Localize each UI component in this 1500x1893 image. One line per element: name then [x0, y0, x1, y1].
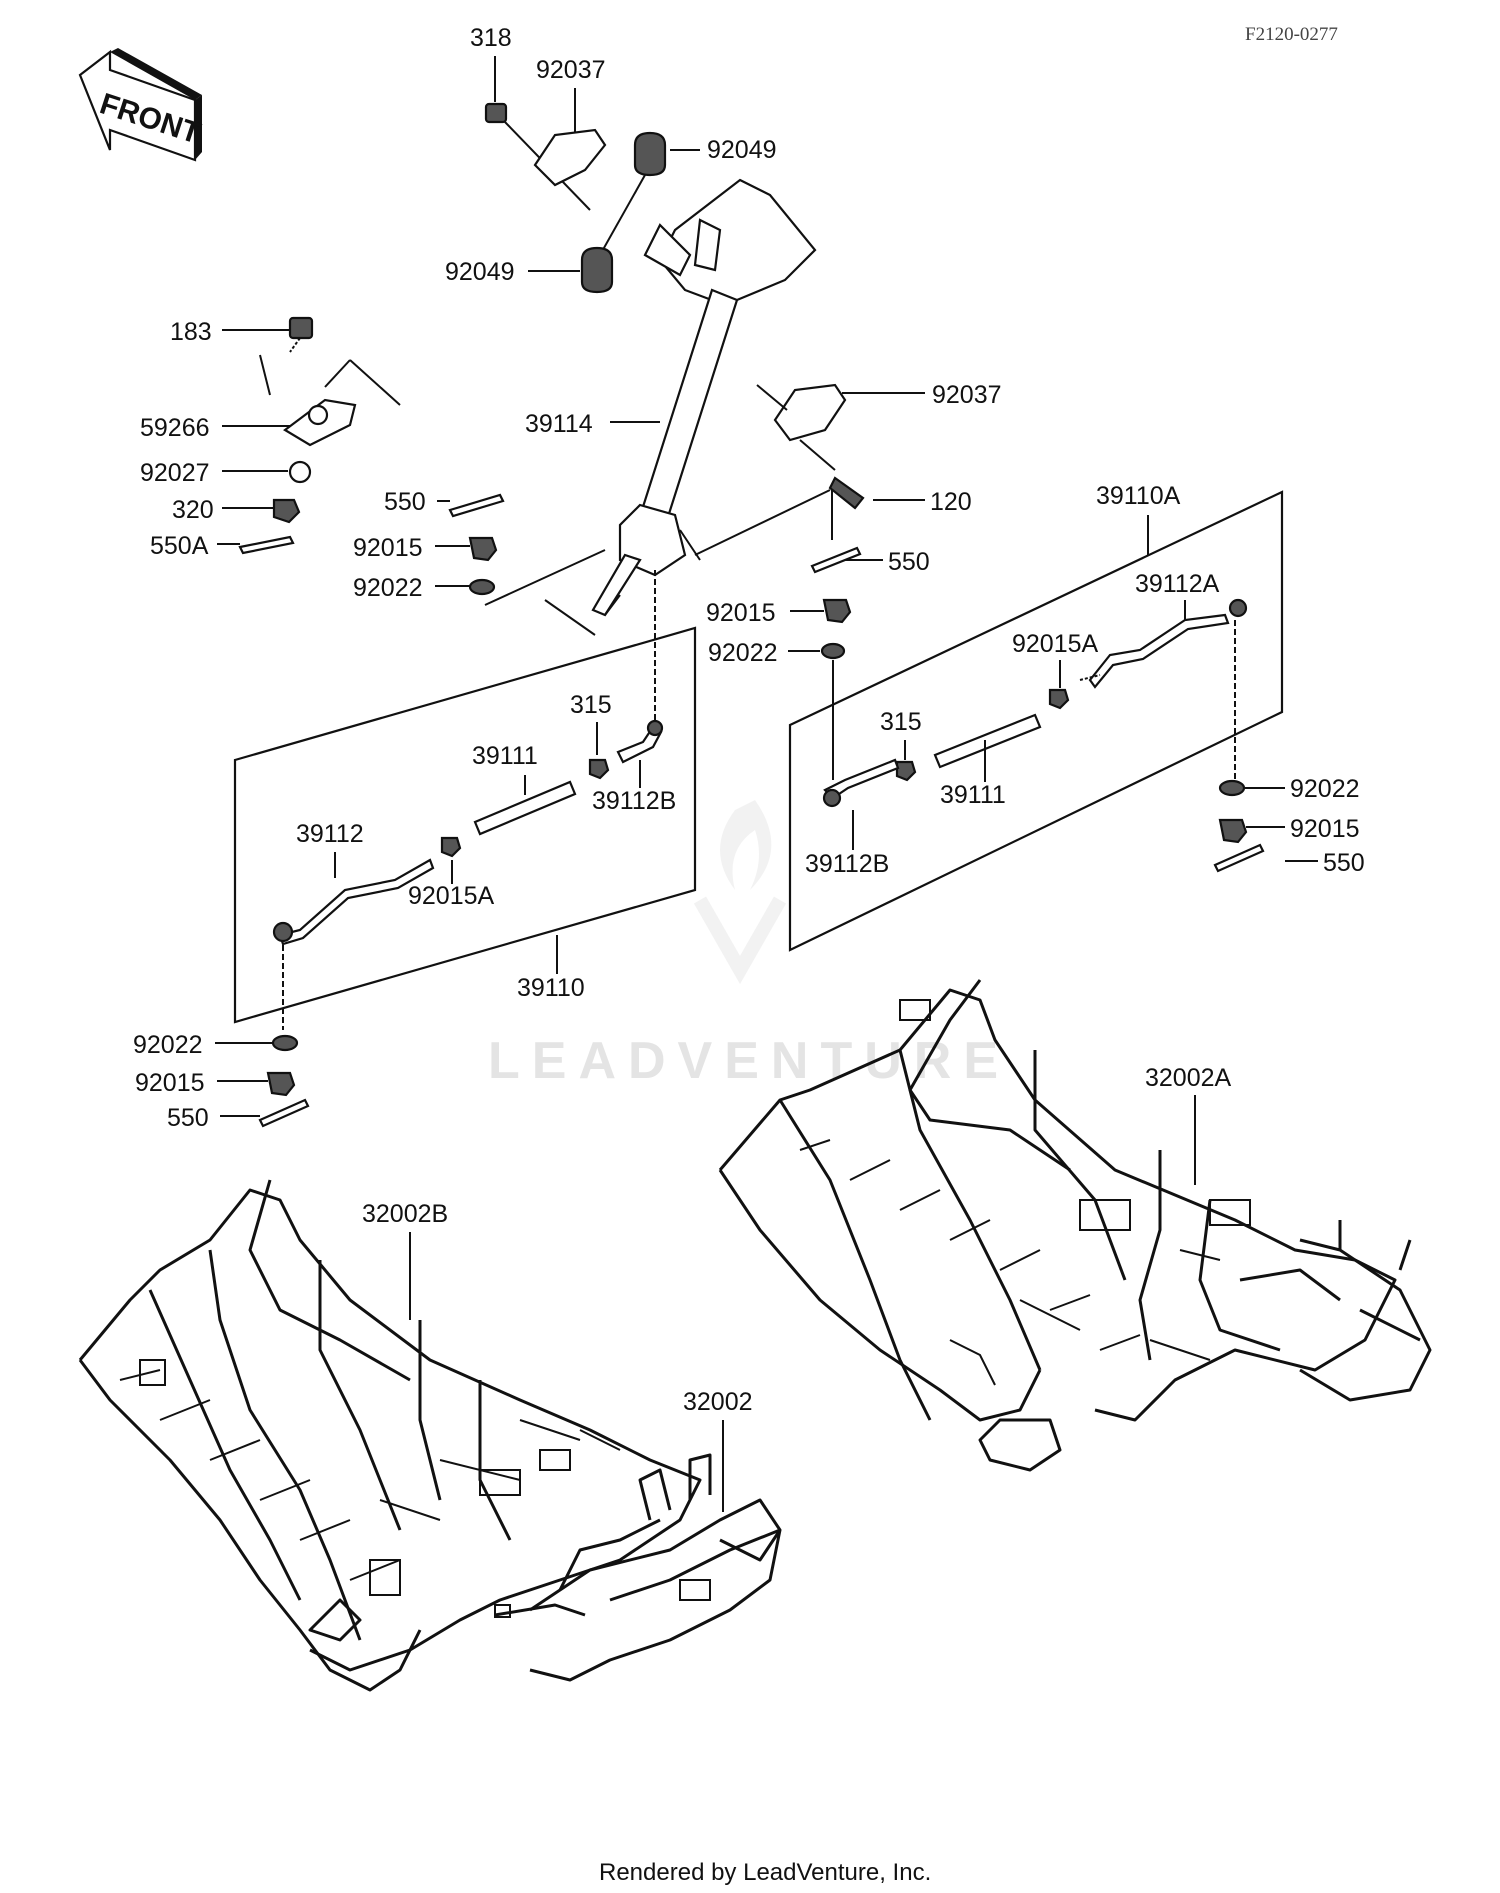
cotter-pin-550-mid	[810, 546, 862, 574]
tie-rod-kit-39110-panel	[233, 626, 697, 1024]
washer-92027	[288, 460, 312, 484]
callout-39112B-right: 39112B	[805, 850, 889, 878]
callout-59266: 59266	[140, 414, 210, 442]
washer-92022-bottom	[271, 1034, 299, 1052]
callout-550-left: 550	[384, 488, 426, 516]
callout-320: 320	[172, 496, 214, 524]
diagram-code: F2120-0277	[1245, 24, 1338, 45]
watermark-logo	[693, 800, 787, 985]
front-arrow-icon: FRONT	[78, 48, 204, 162]
callout-550A: 550A	[150, 532, 209, 560]
callout-39111-left: 39111	[472, 742, 538, 770]
callout-32002B: 32002B	[362, 1200, 448, 1228]
washer-92022-right	[1218, 779, 1246, 797]
cotter-pin-550-bottom	[258, 1098, 310, 1128]
nut-92015A-left	[440, 836, 462, 858]
callout-39112A: 39112A	[1135, 570, 1220, 598]
nut-315-right	[895, 760, 917, 782]
callout-92037-top: 92037	[536, 56, 606, 84]
bolt-183-head	[288, 316, 314, 340]
nut-92015-bottom	[266, 1071, 296, 1097]
callout-39110: 39110	[517, 974, 585, 1002]
washer-92022-left	[468, 578, 496, 596]
callout-92022-right: 92022	[1290, 775, 1360, 803]
nut-318	[484, 102, 508, 124]
callout-39112: 39112	[296, 820, 364, 848]
callout-39110A: 39110A	[1096, 482, 1181, 510]
bolt-120	[828, 476, 865, 510]
callout-315-right: 315	[880, 708, 922, 736]
callout-92049-top: 92049	[707, 136, 777, 164]
callout-39112B-left: 39112B	[592, 787, 676, 815]
callout-318: 318	[470, 24, 512, 52]
steering-bracket	[658, 178, 817, 307]
nut-92015A-right	[1048, 688, 1070, 710]
nut-92015-right	[1218, 818, 1248, 844]
nut-92015-mid	[822, 598, 852, 624]
frame-32002B	[78, 1179, 702, 1692]
callout-92015-bottom: 92015	[135, 1069, 205, 1097]
steering-shaft-39114	[640, 288, 739, 522]
rubber-92049-top	[633, 131, 667, 177]
callout-92015A-left: 92015A	[408, 882, 495, 910]
footer-credit: Rendered by LeadVenture, Inc.	[599, 1859, 931, 1886]
callout-92022-bottom: 92022	[133, 1031, 203, 1059]
callout-92027: 92027	[140, 459, 210, 487]
frame-32002A	[718, 979, 1432, 1472]
tie-rod-kit-39110A-panel	[788, 490, 1284, 952]
callout-550-right: 550	[1323, 849, 1365, 877]
callout-550-mid: 550	[888, 548, 930, 576]
callout-315-left: 315	[570, 691, 612, 719]
callout-120: 120	[930, 488, 972, 516]
nut-315-left	[588, 758, 610, 780]
watermark-text: LEADVENTURE	[488, 1032, 1010, 1090]
callout-183: 183	[170, 318, 212, 346]
clamp-92037-top	[533, 128, 607, 187]
callout-92022-left: 92022	[353, 574, 423, 602]
cotter-pin-550A	[238, 535, 295, 555]
callout-32002: 32002	[683, 1388, 753, 1416]
tie-rod-end-39112A	[1088, 613, 1230, 689]
cotter-pin-550-right	[1213, 843, 1265, 873]
nut-92015-left	[468, 536, 498, 562]
cotter-pin-550-left	[448, 493, 505, 518]
callout-92037-right: 92037	[932, 381, 1002, 409]
callout-92015-right: 92015	[1290, 815, 1360, 843]
callout-92015A-right: 92015A	[1012, 630, 1099, 658]
guard-32002	[494, 1453, 782, 1682]
clamp-92037-right	[773, 383, 847, 442]
callout-32002A: 32002A	[1145, 1064, 1232, 1092]
callout-92015-left: 92015	[353, 534, 423, 562]
tie-rod-39111-left	[473, 780, 577, 836]
tie-rod-end-39112	[278, 858, 435, 946]
nut-320	[272, 498, 301, 524]
washer-92022-mid	[820, 642, 846, 660]
callout-39114: 39114	[525, 410, 593, 438]
callout-92022-mid: 92022	[708, 639, 778, 667]
callout-550-bottom: 550	[167, 1104, 209, 1132]
rubber-92049-mid	[580, 246, 614, 294]
callout-39111-right: 39111	[940, 781, 1006, 809]
tie-rod-39111-right	[933, 713, 1042, 769]
callout-92049-mid: 92049	[445, 258, 515, 286]
callout-92015-mid: 92015	[706, 599, 776, 627]
